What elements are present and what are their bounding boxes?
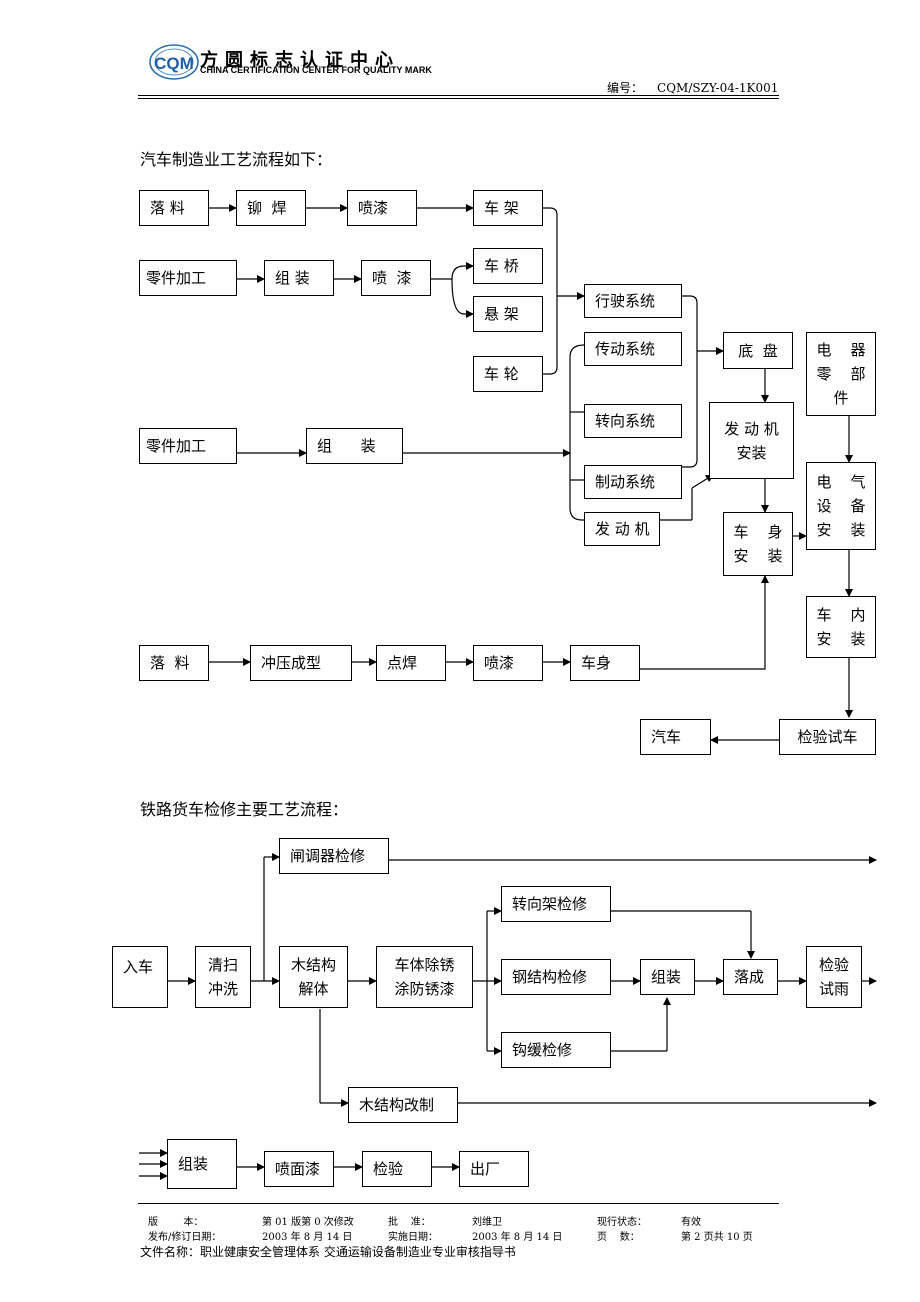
box-chejia: 车 架 <box>473 190 543 226</box>
box-xuanjia: 悬 架 <box>473 296 543 332</box>
box-qingsao-chongxi: 清扫 冲洗 <box>195 946 251 1008</box>
box-dianqi-shebei-anzhuang: 电 气 设 备 安 装 <box>806 462 876 550</box>
footer-value-version: 第 01 版第 0 次修改 <box>262 1217 354 1228</box>
footer-label-pages: 页 数： <box>597 1232 640 1243</box>
footer-label-version: 版 本： <box>148 1217 204 1228</box>
doc-number: 编号： CQM/SZY-04-1K001 <box>607 79 778 96</box>
box-zhuanxiangjia-jianxiu: 转向架检修 <box>501 886 611 922</box>
box-jianyan-shiyu: 检验 试雨 <box>806 946 862 1008</box>
box-xingshi-xitong: 行驶系统 <box>584 284 682 318</box>
box-ruche: 入车 <box>112 946 168 1008</box>
box-jianyan-shiche: 检验试车 <box>779 719 876 755</box>
footer-label-date: 发布/修订日期： <box>148 1232 222 1243</box>
box-chuandong-xitong: 传动系统 <box>584 332 682 366</box>
footer-label-approve: 批 准： <box>388 1217 431 1228</box>
footer-label-impl-date: 实施日期： <box>388 1232 438 1243</box>
box-zhuanxiang-xitong: 转向系统 <box>584 404 682 438</box>
box-penqi-3: 喷漆 <box>473 645 543 681</box>
footer-value-approve: 刘维卫 <box>472 1217 502 1228</box>
box-maohan: 铆 焊 <box>236 190 306 226</box>
box-luocheng: 落成 <box>723 959 778 995</box>
box-gangjiegou-jianxiu: 钢结构检修 <box>501 959 611 995</box>
box-chuchang: 出厂 <box>459 1151 529 1187</box>
footer-value-date: 2003 年 8 月 14 日 <box>262 1232 353 1243</box>
box-cheshen-anzhuang: 车 身 安 装 <box>723 512 793 576</box>
box-cheshen: 车身 <box>570 645 640 681</box>
box-fadongji-anzhuang: 发 动 机 安装 <box>709 402 794 479</box>
section1-title: 汽车制造业工艺流程如下： <box>140 150 333 169</box>
header-rule-1 <box>138 95 779 96</box>
doc-number-label: 编号： <box>607 81 644 95</box>
footer-rule <box>138 1203 779 1204</box>
box-lingjian-jiagong-1: 零件加工 <box>139 260 237 296</box>
header-rule-2 <box>138 98 779 99</box>
logo-text: CQM <box>154 54 194 73</box>
box-lingjian-jiagong-2: 零件加工 <box>139 428 237 464</box>
box-zuzhuang-2: 组 装 <box>306 428 403 464</box>
box-zuzhuang-1: 组 装 <box>264 260 334 296</box>
box-penqi-1: 喷漆 <box>347 190 417 226</box>
org-name-cn: 方圆标志认证中心 <box>200 50 400 71</box>
box-dipan: 底 盘 <box>723 332 793 369</box>
box-zuzhuang-s2: 组装 <box>640 959 695 995</box>
box-mujiegou-jieti: 木结构 解体 <box>279 946 348 1008</box>
footer-value-impl-date: 2003 年 8 月 14 日 <box>472 1232 563 1243</box>
section2-title: 铁路货车检修主要工艺流程： <box>140 800 349 819</box>
footer-label-status: 现行状态： <box>597 1217 647 1228</box>
box-gouhuan-jianxiu: 钩缓检修 <box>501 1032 611 1068</box>
footer-value-status: 有效 <box>681 1217 701 1228</box>
box-penmianqi: 喷面漆 <box>264 1151 334 1187</box>
box-qiche: 汽车 <box>640 719 711 755</box>
box-dianqi-lingbujian: 电 器 零 部 件 <box>806 332 876 416</box>
footer-value-pages: 第 2 页共 10 页 <box>681 1232 753 1243</box>
box-cheqiao: 车 桥 <box>473 248 543 284</box>
footer-file-name: 文件名称：职业健康安全管理体系 交通运输设备制造业专业审核指导书 <box>140 1245 516 1259</box>
box-jianyan-bottom: 检验 <box>362 1151 432 1187</box>
box-chongya-chengxing: 冲压成型 <box>250 645 352 681</box>
box-zhidong-xitong: 制动系统 <box>584 465 682 499</box>
cqm-logo-icon: CQM <box>149 44 199 80</box>
box-chenei-anzhuang: 车 内 安 装 <box>806 596 876 658</box>
box-dianhan: 点焊 <box>376 645 446 681</box>
org-name-en: CHINA CERTIFICATION CENTER FOR QUALITY M… <box>200 65 432 75</box>
box-fadongji: 发 动 机 <box>584 512 660 546</box>
box-chelun: 车 轮 <box>473 356 543 392</box>
box-zuzhuang-bottom: 组装 <box>167 1139 237 1189</box>
box-mujiegou-gaizhi: 木结构改制 <box>348 1087 458 1123</box>
box-zhatiaoqi-jianxiu: 闸调器检修 <box>279 838 389 874</box>
box-cheti-chuxiu: 车体除锈 涂防锈漆 <box>376 946 473 1008</box>
box-luoliao-2: 落 料 <box>139 645 209 681</box>
box-penqi-2: 喷 漆 <box>361 260 431 296</box>
doc-number-value: CQM/SZY-04-1K001 <box>657 81 779 95</box>
box-luoliao-1: 落 料 <box>139 190 209 226</box>
